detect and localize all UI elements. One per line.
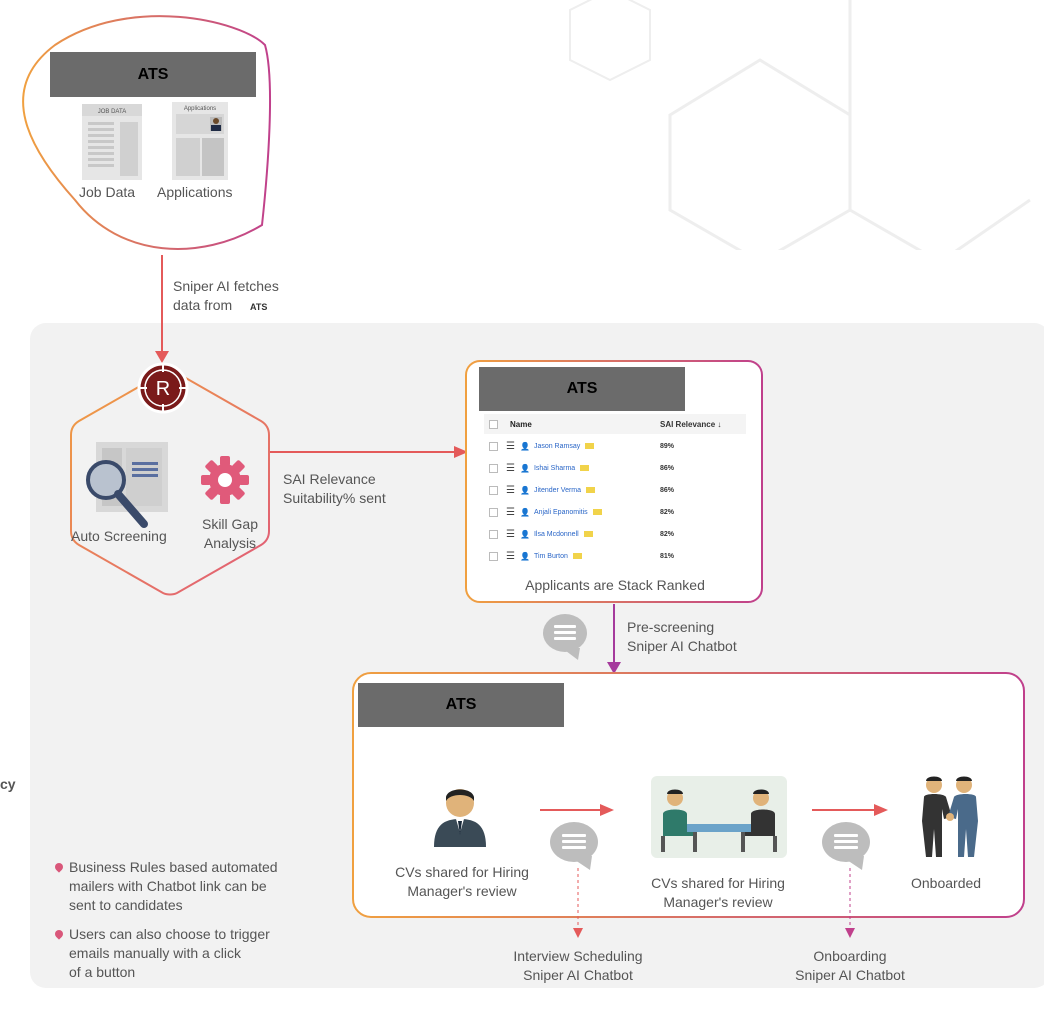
notes-list: Business Rules based automated mailers w… xyxy=(55,858,325,982)
table-row[interactable]: ☰ 👤 Anjali Epanomitis 82% xyxy=(484,502,746,522)
table-row[interactable]: ☰ 👤 Jitender Verma 86% xyxy=(484,480,746,500)
relevance-sent-caption: SAI Relevance Suitability% sent xyxy=(283,471,386,506)
select-all-checkbox[interactable] xyxy=(489,419,498,429)
onboarded-handshake-icon xyxy=(922,776,978,857)
row-checkbox[interactable] xyxy=(489,463,498,473)
prescreen-chat-icon xyxy=(543,614,587,660)
logo-letter: R xyxy=(156,378,170,400)
fetch-caption: Sniper AI fetches data from ATS xyxy=(173,277,279,317)
prescreen-caption: Pre-screening Sniper AI Chatbot xyxy=(627,619,737,654)
column-sai-relevance[interactable]: SAI Relevance ↓ xyxy=(660,419,722,429)
column-name: Name xyxy=(510,419,532,429)
sniper-ai-hexagon xyxy=(70,370,270,596)
flag-icon xyxy=(586,487,596,493)
job-data-doc-label: JOB DATA xyxy=(98,109,126,115)
table-row[interactable]: ☰ 👤 Ilsa Mcdonnell 82% xyxy=(484,524,746,544)
flag-icon xyxy=(592,509,602,515)
applicant-name[interactable]: Tim Burton xyxy=(533,552,568,560)
relevance-value: 82% xyxy=(660,508,675,516)
flag-icon xyxy=(572,553,582,559)
note-item: Users can also choose to trigger emails … xyxy=(55,925,325,982)
user-icon: 👤 xyxy=(519,485,530,495)
step1-caption: CVs shared for Hiring Manager's review xyxy=(395,864,529,899)
prescreen-arrow xyxy=(607,604,621,674)
applicant-name[interactable]: Ilsa Mcdonnell xyxy=(533,530,579,538)
ranked-box-caption: Applicants are Stack Ranked xyxy=(525,577,705,593)
user-icon: 👤 xyxy=(519,463,530,473)
applicant-name[interactable]: Jitender Verma xyxy=(533,486,582,494)
interview-meeting-icon xyxy=(651,776,787,858)
interview-caption: Interview Scheduling Sniper AI Chatbot xyxy=(513,948,643,983)
onboarding-chat-icon xyxy=(822,822,870,870)
menu-icon[interactable]: ☰ xyxy=(506,528,515,540)
applicant-name[interactable]: Anjali Epanomitis xyxy=(533,508,588,516)
step1-arrow xyxy=(540,804,614,816)
pipeline-box-title: ATS xyxy=(358,683,564,727)
table-row[interactable]: ☰ 👤 Jason Ramsay 89% xyxy=(484,436,746,456)
table-row[interactable]: ☰ 👤 Tim Burton 81% xyxy=(484,546,746,566)
step2-arrow xyxy=(812,804,888,816)
table-header: Name SAI Relevance ↓ xyxy=(484,414,746,434)
skill-gap-gear-icon xyxy=(201,456,249,504)
row-checkbox[interactable] xyxy=(489,441,498,451)
step2-caption: CVs shared for Hiring Manager's review xyxy=(651,875,785,910)
applications-document-icon: Applications xyxy=(172,102,228,180)
relevance-value: 86% xyxy=(660,486,675,494)
ranked-applicants-table: Name SAI Relevance ↓ ☰ 👤 Jason Ramsay 89%… xyxy=(484,414,746,568)
fetch-caption-ats: ATS xyxy=(250,302,268,312)
onboarding-caption: Onboarding Sniper AI Chatbot xyxy=(795,948,905,983)
flag-icon xyxy=(585,443,595,449)
menu-icon[interactable]: ☰ xyxy=(506,550,515,562)
relevance-value: 86% xyxy=(660,464,675,472)
flag-icon xyxy=(580,465,590,471)
row-checkbox[interactable] xyxy=(489,551,498,561)
auto-screening-icon xyxy=(86,442,168,528)
applicant-name[interactable]: Jason Ramsay xyxy=(533,442,581,450)
interview-chat-icon xyxy=(550,822,598,870)
ats-source-title: ATS xyxy=(50,52,256,97)
row-checkbox[interactable] xyxy=(489,507,498,517)
relevance-value: 81% xyxy=(660,552,675,560)
user-icon: 👤 xyxy=(519,529,530,539)
row-checkbox[interactable] xyxy=(489,529,498,539)
job-data-document-icon: JOB DATA xyxy=(82,104,142,180)
fetch-caption-line1: Sniper AI fetches xyxy=(173,278,279,294)
menu-icon[interactable]: ☰ xyxy=(506,484,515,496)
menu-icon[interactable]: ☰ xyxy=(506,462,515,474)
ranked-box-title: ATS xyxy=(479,367,685,411)
applications-caption: Applications xyxy=(157,184,233,200)
relevance-value: 82% xyxy=(660,530,675,538)
fetch-caption-line2: data from xyxy=(173,297,233,313)
step3-caption: Onboarded xyxy=(911,875,982,891)
menu-icon[interactable]: ☰ xyxy=(506,440,515,452)
interview-dashed-arrow xyxy=(573,868,583,938)
auto-screening-label: Auto Screening xyxy=(71,528,167,544)
relevance-value: 89% xyxy=(660,442,675,450)
menu-icon[interactable]: ☰ xyxy=(506,506,515,518)
job-data-caption: Job Data xyxy=(79,184,136,200)
user-icon: 👤 xyxy=(519,551,530,561)
user-icon: 👤 xyxy=(519,441,530,451)
row-checkbox[interactable] xyxy=(489,485,498,495)
applicant-name[interactable]: Ishai Sharma xyxy=(533,464,576,472)
note-item: Business Rules based automated mailers w… xyxy=(55,858,325,915)
left-cut-text: cy xyxy=(0,776,16,792)
ats-source-blob xyxy=(22,15,272,250)
hiring-manager-icon xyxy=(434,789,486,847)
fetch-arrow xyxy=(155,255,169,363)
relevance-sent-arrow xyxy=(270,446,468,458)
flag-icon xyxy=(583,531,593,537)
skill-gap-label: Skill Gap Analysis xyxy=(201,516,259,551)
applications-doc-label: Applications xyxy=(184,106,216,112)
onboarding-dashed-arrow xyxy=(845,868,855,938)
table-row[interactable]: ☰ 👤 Ishai Sharma 86% xyxy=(484,458,746,478)
user-icon: 👤 xyxy=(519,507,530,517)
sniper-ai-logo-icon: R xyxy=(137,362,189,414)
background-hexagons xyxy=(569,0,1031,250)
